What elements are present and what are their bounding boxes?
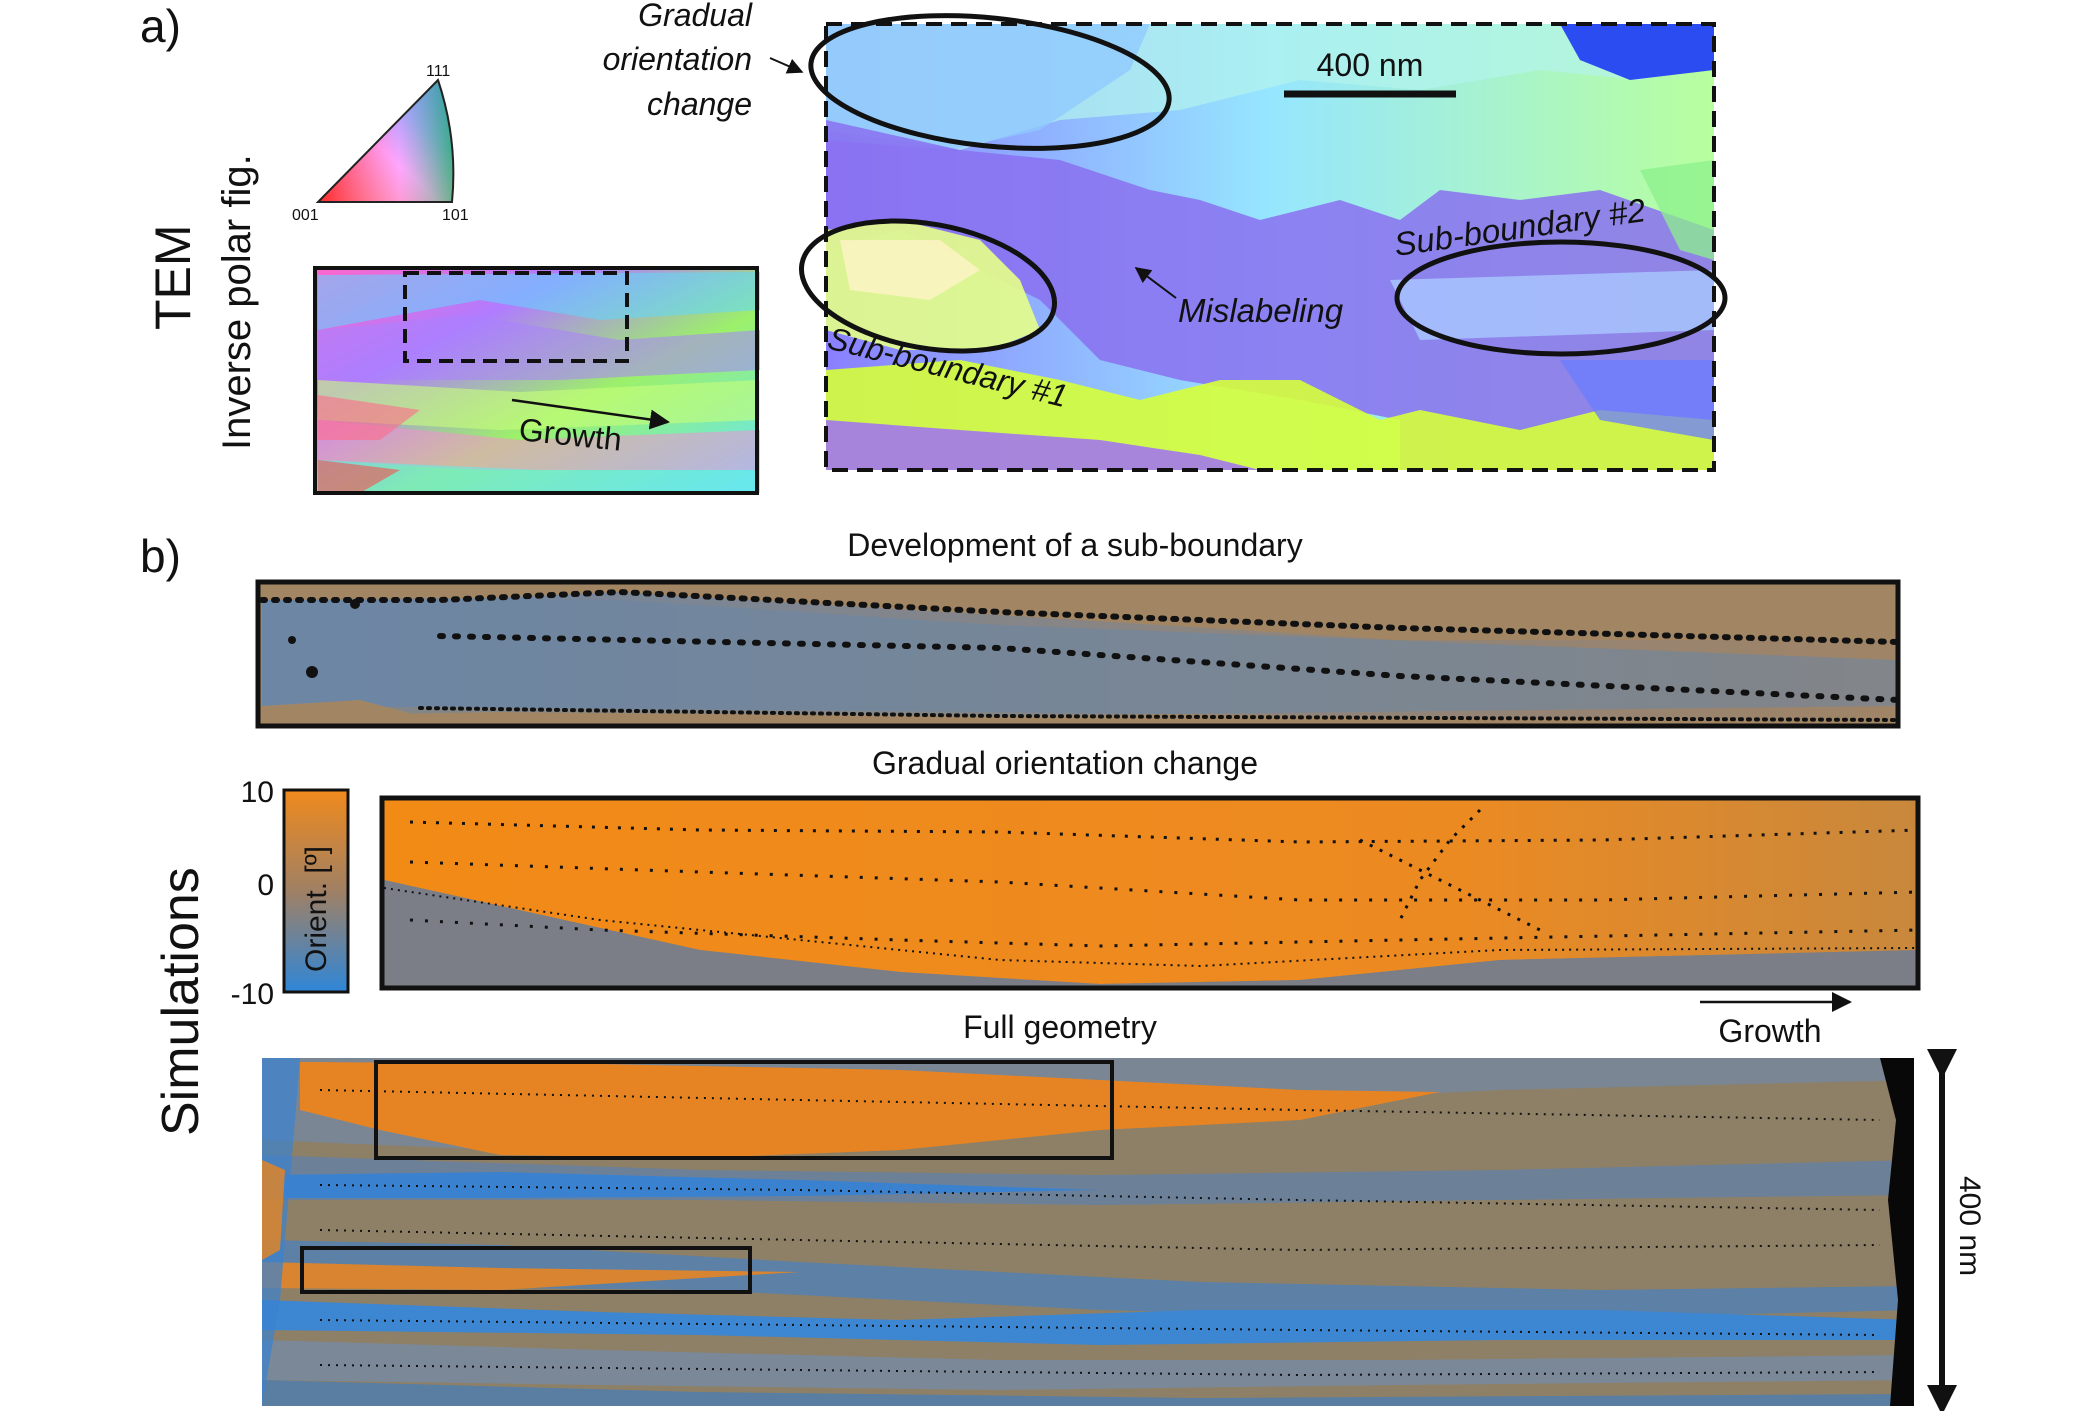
sim-gradual-orientation (379, 795, 1921, 991)
colorbar-tick-top: 10 (241, 776, 274, 809)
ipf-color-key: 111 001 101 (292, 63, 469, 224)
colorbar: Orient. [º] 10 0 -10 (231, 776, 350, 1011)
tem-orientation-map: 400 nm Gradual orientation change Mislab… (603, 0, 1728, 472)
annot-gradual-2: orientation (603, 41, 752, 77)
sim-scale-label: 400 nm (1953, 1176, 1986, 1276)
ipf-corner-101: 101 (442, 207, 469, 224)
sim-sub-boundary (255, 579, 1901, 729)
ipf-corner-111: 111 (426, 63, 450, 80)
ipf-side-label: Inverse polar fig. (215, 154, 259, 450)
colorbar-label: Orient. [º] (300, 846, 333, 972)
annot-mislabeling: Mislabeling (1178, 292, 1344, 329)
sim-growth-label: Growth (1718, 1013, 1821, 1049)
tem-inset-image: Growth (313, 266, 760, 495)
sim3-title: Full geometry (963, 1009, 1157, 1045)
simulations-side-label: Simulations (152, 867, 210, 1136)
colorbar-tick-mid: 0 (257, 869, 274, 902)
full-geometry-box-gradual (374, 1060, 1114, 1160)
scalebar-label: 400 nm (1317, 47, 1424, 83)
ipf-corner-001: 001 (292, 207, 319, 224)
full-geometry-box-sub-boundary (300, 1246, 752, 1294)
annot-gradual-3: change (647, 86, 752, 122)
panel-a-label: a) (140, 0, 181, 52)
annot-gradual-1: Gradual (638, 0, 753, 33)
colorbar-tick-bottom: -10 (231, 978, 274, 1011)
ellipse-sub-boundary-2 (1394, 239, 1728, 357)
panel-b-label: b) (140, 530, 181, 582)
tem-side-label: TEM (145, 224, 201, 330)
sim-full-geometry (262, 1058, 1914, 1406)
ellipse-gradual (808, 13, 1172, 151)
sim1-title: Development of a sub-boundary (847, 527, 1302, 563)
sim2-title: Gradual orientation change (872, 745, 1258, 781)
ellipse-sub-boundary-1 (798, 218, 1058, 354)
